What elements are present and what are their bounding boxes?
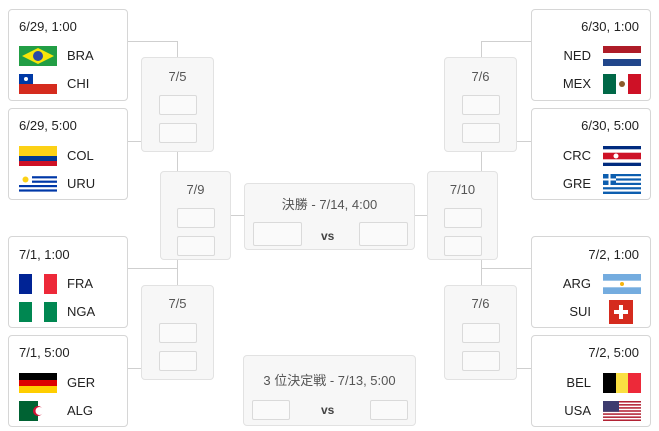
team-slot [444,236,482,256]
vs-label: vs [321,229,335,243]
connector-line [128,41,178,42]
round-date: 7/5 [168,69,187,84]
nigeria-flag-icon [19,302,57,322]
usa-flag-icon [603,401,641,421]
team-slot [444,208,482,228]
team-name: SUI [569,304,591,319]
team-name: BEL [566,375,591,390]
mexico-flag-icon [603,74,641,94]
team-slot [462,351,500,371]
brazil-flag-icon [19,46,57,66]
connector-line [481,268,531,269]
match-card[interactable]: 6/30, 5:00 CRC GRE [531,108,651,200]
match-card[interactable]: 7/1, 5:00 GER ALG [8,335,128,427]
match-date: 6/29, 5:00 [19,118,77,133]
costa-rica-flag-icon [603,146,641,166]
semifinal-card[interactable]: 7/9 [160,171,231,260]
third-place-label: 3 位決定戦 - 7/13, 5:00 [263,373,396,388]
round-date: 7/6 [471,296,490,311]
semifinal-card[interactable]: 7/10 [427,171,498,260]
quarterfinal-card[interactable]: 7/5 [141,57,214,152]
team-name: ARG [562,276,591,291]
third-place-card[interactable]: 3 位決定戦 - 7/13, 5:00 vs [243,355,416,426]
connector-line [481,41,531,42]
team-slot [370,400,408,420]
team-name: ALG [67,403,94,418]
match-date: 7/2, 1:00 [588,247,639,262]
france-flag-icon [19,274,57,294]
team-name: CRC [562,148,591,163]
team-slot [462,323,500,343]
match-card[interactable]: 6/30, 1:00 NED MEX [531,9,651,101]
round-date: 7/9 [186,182,205,197]
team-slot [159,123,197,143]
team-name: BRA [67,48,94,63]
match-date: 7/2, 5:00 [588,345,639,360]
team-slot [462,123,500,143]
quarterfinal-card[interactable]: 7/6 [444,57,517,152]
match-date: 7/1, 5:00 [19,345,70,360]
round-date: 7/10 [449,182,476,197]
match-card[interactable]: 6/29, 1:00 BRA CHI [8,9,128,101]
connector-line [230,215,244,216]
quarterfinal-card[interactable]: 7/5 [141,285,214,380]
germany-flag-icon [19,373,57,393]
vs-label: vs [321,403,335,417]
match-date: 6/30, 1:00 [581,19,639,34]
uruguay-flag-icon [19,174,57,194]
team-slot [462,95,500,115]
team-name: MEX [562,76,591,91]
chile-flag-icon [19,74,57,94]
team-name: GRE [562,176,591,191]
greece-flag-icon [603,174,641,194]
team-name: URU [67,176,96,191]
team-name: COL [67,148,94,163]
algeria-flag-icon [19,401,57,421]
team-slot [159,351,197,371]
final-card[interactable]: 決勝 - 7/14, 4:00 vs [244,183,415,250]
switzerland-flag-icon [609,300,633,324]
match-card[interactable]: 6/29, 5:00 COL URU [8,108,128,200]
team-slot [177,208,215,228]
match-date: 7/1, 1:00 [19,247,70,262]
netherlands-flag-icon [603,46,641,66]
team-slot [159,95,197,115]
team-slot [252,400,290,420]
match-card[interactable]: 7/2, 1:00 ARG SUI [531,236,651,328]
team-slot [159,323,197,343]
match-card[interactable]: 7/2, 5:00 BEL USA [531,335,651,427]
belgium-flag-icon [603,373,641,393]
team-name: CHI [67,76,90,91]
match-date: 6/30, 5:00 [581,118,639,133]
team-name: NED [563,48,591,63]
team-name: FRA [67,276,93,291]
quarterfinal-card[interactable]: 7/6 [444,285,517,380]
team-name: GER [67,375,96,390]
final-label: 決勝 - 7/14, 4:00 [281,197,378,212]
team-slot [177,236,215,256]
team-name: NGA [67,304,96,319]
team-slot [253,222,302,246]
argentina-flag-icon [603,274,641,294]
match-date: 6/29, 1:00 [19,19,77,34]
round-date: 7/6 [471,69,490,84]
team-name: USA [564,403,591,418]
connector-line [128,268,178,269]
colombia-flag-icon [19,146,57,166]
connector-line [415,215,429,216]
round-date: 7/5 [168,296,187,311]
team-slot [359,222,408,246]
connector-line [177,142,178,172]
match-card[interactable]: 7/1, 1:00 FRA NGA [8,236,128,328]
